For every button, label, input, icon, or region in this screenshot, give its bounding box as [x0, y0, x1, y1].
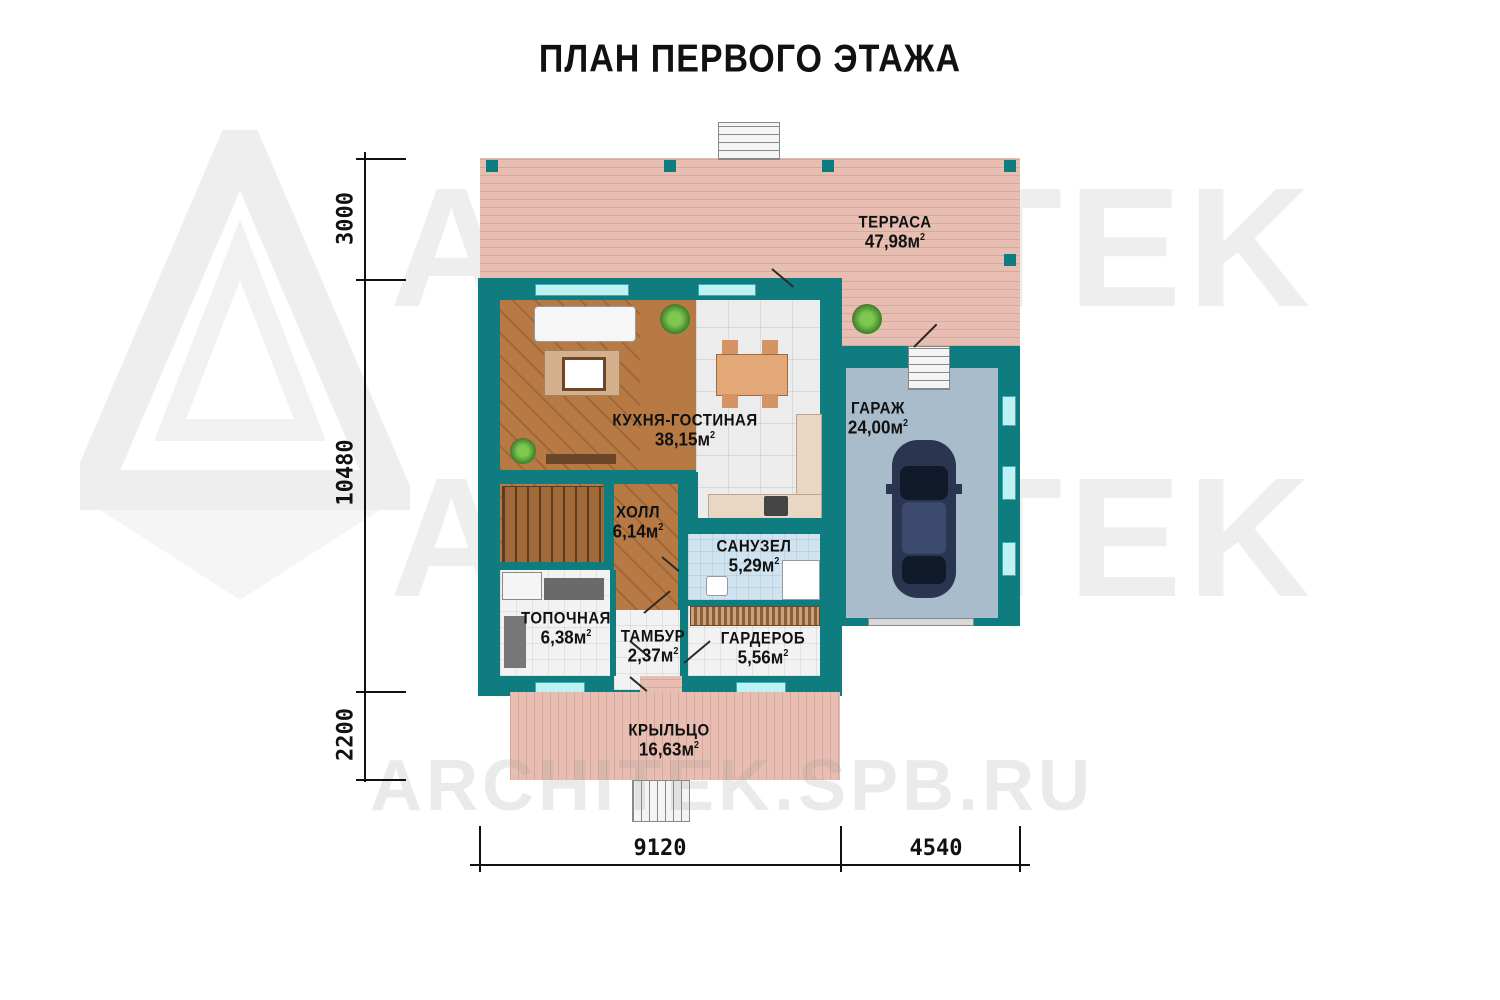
plan-title: ПЛАН ПЕРВОГО ЭТАЖА: [538, 37, 962, 81]
porch-steps: [632, 780, 690, 822]
dimension-tick: [356, 779, 406, 781]
dining-chair: [762, 394, 778, 408]
interior-wall: [610, 570, 616, 676]
window: [535, 284, 629, 296]
dimension-tick: [356, 279, 406, 281]
room-label-garage: ГАРАЖ 24,00м2: [847, 399, 909, 438]
plant-icon: [660, 304, 690, 334]
terrace-steps: [718, 122, 780, 160]
dimension-tick: [840, 826, 842, 872]
terrace-post: [486, 160, 498, 172]
dining-table: [716, 354, 788, 396]
dimension-line: [364, 152, 366, 782]
architek-logo-watermark: [80, 130, 410, 600]
dimension-label-right: 4540: [909, 836, 963, 861]
plant-icon: [852, 304, 882, 334]
dimension-line: [470, 864, 1030, 866]
entrance-threshold: [640, 676, 682, 696]
url-watermark: ARCHITEK.SPB.RU: [370, 746, 1095, 826]
room-label-kitchen-living: КУХНЯ-ГОСТИНАЯ 38,15м2: [612, 411, 758, 450]
terrace-floor: [480, 158, 1020, 280]
boiler: [502, 572, 542, 600]
room-label-wardrobe: ГАРДЕРОБ 5,56м2: [720, 629, 806, 668]
room-label-porch: КРЫЛЬЦО 16,63м2: [628, 721, 710, 760]
dimension-label-left: 9120: [633, 836, 687, 861]
interior-wall: [500, 470, 642, 484]
room-label-hall: ХОЛЛ 6,14м2: [612, 503, 664, 542]
stove: [764, 496, 788, 516]
dimension-label-top: 3000: [333, 192, 359, 245]
dining-chair: [722, 340, 738, 354]
garage-window: [1002, 542, 1016, 576]
dining-chair: [722, 394, 738, 408]
car-icon: [886, 440, 962, 598]
porch-floor: [510, 692, 840, 780]
room-label-vestibule: ТАМБУР 2,37м2: [620, 627, 686, 666]
interior-wall: [696, 518, 822, 532]
terrace-post: [822, 160, 834, 172]
room-label-terrace: ТЕРРАСА 47,98м2: [858, 213, 932, 252]
interior-wall: [688, 600, 822, 606]
garage-steps: [908, 346, 950, 390]
window: [698, 284, 756, 296]
tv-stand: [546, 454, 616, 464]
garage-window: [1002, 396, 1016, 426]
stair-wall: [500, 562, 608, 570]
terrace-post: [664, 160, 676, 172]
bathtub: [782, 560, 820, 600]
terrace-post: [1004, 254, 1016, 266]
stair-wall-right: [604, 484, 614, 614]
terrace-post: [1004, 160, 1016, 172]
dining-chair: [762, 340, 778, 354]
dimension-tick: [479, 826, 481, 872]
boiler-cabinet: [544, 578, 604, 600]
plant-icon: [510, 438, 536, 464]
coffee-table: [562, 357, 606, 391]
dimension-tick: [1019, 826, 1021, 872]
sink: [706, 576, 728, 596]
dimension-label-middle: 10480: [333, 439, 359, 506]
wardrobe-rail: [690, 606, 820, 626]
dimension-tick: [356, 158, 406, 160]
staircase: [502, 486, 610, 564]
sofa: [534, 306, 636, 342]
living-floor-diagonal: [640, 300, 696, 470]
water-tank: [504, 616, 526, 668]
dimension-tick: [356, 691, 406, 693]
room-label-bathroom: САНУЗЕЛ 5,29м2: [716, 537, 792, 576]
garage-window: [1002, 466, 1016, 500]
dimension-label-bottom: 2200: [333, 708, 359, 761]
room-label-boiler: ТОПОЧНАЯ 6,38м2: [521, 609, 611, 648]
garage-door: [868, 618, 974, 626]
